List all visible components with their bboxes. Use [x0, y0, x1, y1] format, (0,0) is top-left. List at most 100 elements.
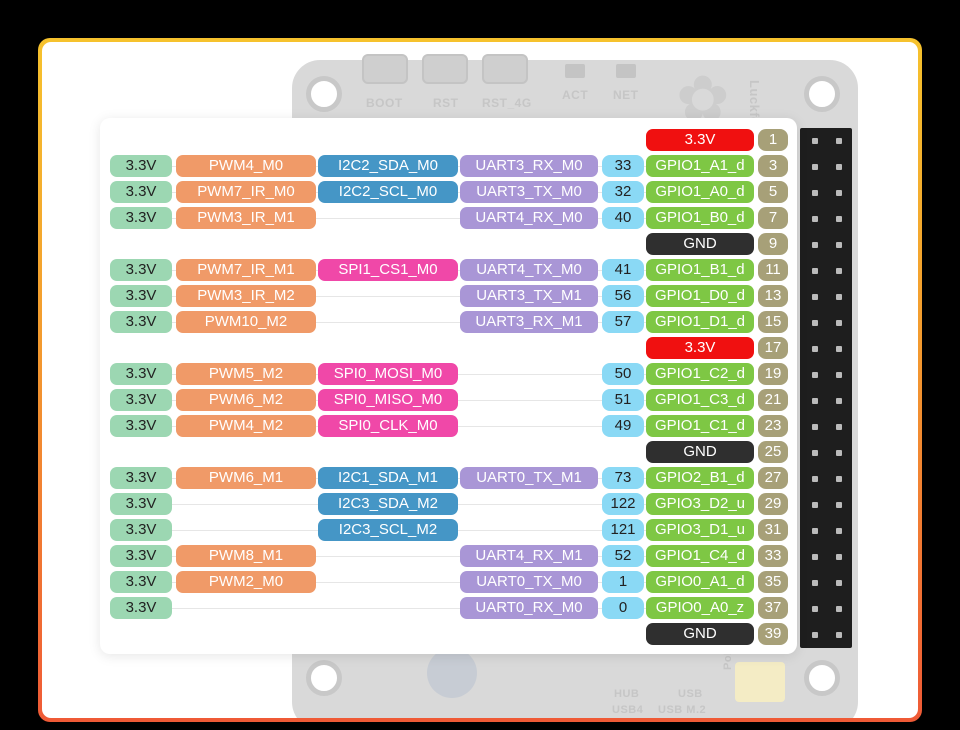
- header-pin: [804, 520, 826, 542]
- header-pin: [828, 234, 850, 256]
- header-pin: [828, 364, 850, 386]
- power-3v3-label: 3.3V: [110, 259, 172, 281]
- header-pin-dot: [836, 320, 842, 326]
- header-pin: [804, 208, 826, 230]
- i2c-function-label: I2C3_SDA_M2: [318, 493, 458, 515]
- silk-usbm2: USB M.2: [658, 704, 707, 716]
- header-pin: [804, 598, 826, 620]
- header-pin: [804, 572, 826, 594]
- header-pin: [804, 494, 826, 516]
- header-pin-dot: [812, 580, 818, 586]
- header-pin-dot: [812, 502, 818, 508]
- header-pin: [828, 416, 850, 438]
- header-pin-dot: [836, 528, 842, 534]
- header-pin: [828, 312, 850, 334]
- uart-function-label: UART0_TX_M0: [460, 571, 598, 593]
- gpio-pin-label: GPIO1_C3_d: [646, 389, 754, 411]
- gpio-number-label: 32: [602, 181, 644, 203]
- power-3v3-label: 3.3V: [110, 311, 172, 333]
- header-pin: [804, 442, 826, 464]
- header-pin-dot: [836, 554, 842, 560]
- pwm-function-label: PWM4_M0: [176, 155, 316, 177]
- header-pin-dot: [812, 450, 818, 456]
- physical-pin-number: 3: [758, 155, 788, 177]
- i2c-function-label: I2C2_SDA_M0: [318, 155, 458, 177]
- header-pin: [804, 546, 826, 568]
- gpio-number-label: 57: [602, 311, 644, 333]
- gpio-pin-label: GPIO1_B0_d: [646, 207, 754, 229]
- power-3v3-label: 3.3V: [110, 545, 172, 567]
- rst4g-button-shape: [482, 54, 528, 84]
- gpio-pin-label: GPIO1_A0_d: [646, 181, 754, 203]
- power-3v3-label: 3.3V: [110, 415, 172, 437]
- header-pin: [804, 130, 826, 152]
- power-3v3-label: 3.3V: [110, 571, 172, 593]
- header-pin: [804, 364, 826, 386]
- physical-pin-number: 33: [758, 545, 788, 567]
- header-pin-dot: [812, 294, 818, 300]
- header-pin-dot: [812, 242, 818, 248]
- header-pin: [828, 598, 850, 620]
- spi-function-label: SPI0_MOSI_M0: [318, 363, 458, 385]
- i2c-function-label: I2C2_SCL_M0: [318, 181, 458, 203]
- header-pin-dot: [836, 294, 842, 300]
- uart-function-label: UART4_RX_M0: [460, 207, 598, 229]
- header-pin: [828, 208, 850, 230]
- row-guide-line: [114, 218, 654, 219]
- header-pin-dot: [836, 216, 842, 222]
- gpio-pin-label: GPIO1_C2_d: [646, 363, 754, 385]
- header-pin-dot: [812, 528, 818, 534]
- header-pin-dot: [836, 372, 842, 378]
- silk-usb: USB: [678, 688, 703, 700]
- gpio-number-label: 40: [602, 207, 644, 229]
- power-3v3-label: 3.3V: [110, 207, 172, 229]
- header-pin: [828, 468, 850, 490]
- header-pin-dot: [836, 190, 842, 196]
- row-guide-line: [114, 608, 654, 609]
- header-pin-dot: [812, 138, 818, 144]
- uart-function-label: UART3_RX_M0: [460, 155, 598, 177]
- header-pin-dot: [836, 632, 842, 638]
- header-pin-dot: [812, 164, 818, 170]
- uart-function-label: UART4_TX_M0: [460, 259, 598, 281]
- header-pin: [828, 442, 850, 464]
- header-pin-dot: [836, 502, 842, 508]
- power-3v3-label: 3.3V: [110, 155, 172, 177]
- power-3v3-label: 3.3V: [110, 597, 172, 619]
- header-pin: [828, 182, 850, 204]
- power-3v3-label: 3.3V: [110, 467, 172, 489]
- header-pin-dot: [836, 398, 842, 404]
- pwm-function-label: PWM10_M2: [176, 311, 316, 333]
- mount-hole-top-left: [306, 76, 342, 112]
- header-pin-dot: [836, 450, 842, 456]
- uart-function-label: UART3_TX_M1: [460, 285, 598, 307]
- header-pin-dot: [836, 580, 842, 586]
- gpio-pin-label: GPIO1_D0_d: [646, 285, 754, 307]
- header-pin-dot: [836, 138, 842, 144]
- header-pin: [828, 338, 850, 360]
- mount-hole-top-right: [804, 76, 840, 112]
- physical-pin-number: 13: [758, 285, 788, 307]
- spi-function-label: SPI1_CS1_M0: [318, 259, 458, 281]
- header-pin-dot: [812, 554, 818, 560]
- header-pin-dot: [836, 242, 842, 248]
- header-pin-dot: [836, 268, 842, 274]
- silk-rst: RST: [433, 96, 459, 110]
- header-pin: [804, 468, 826, 490]
- pwm-function-label: PWM7_IR_M0: [176, 181, 316, 203]
- header-pin-dot: [836, 164, 842, 170]
- pwm-function-label: PWM3_IR_M1: [176, 207, 316, 229]
- gpio-number-label: 51: [602, 389, 644, 411]
- silk-rst4g: RST_4G: [482, 96, 532, 110]
- pwm-function-label: PWM2_M0: [176, 571, 316, 593]
- gpio-number-label: 50: [602, 363, 644, 385]
